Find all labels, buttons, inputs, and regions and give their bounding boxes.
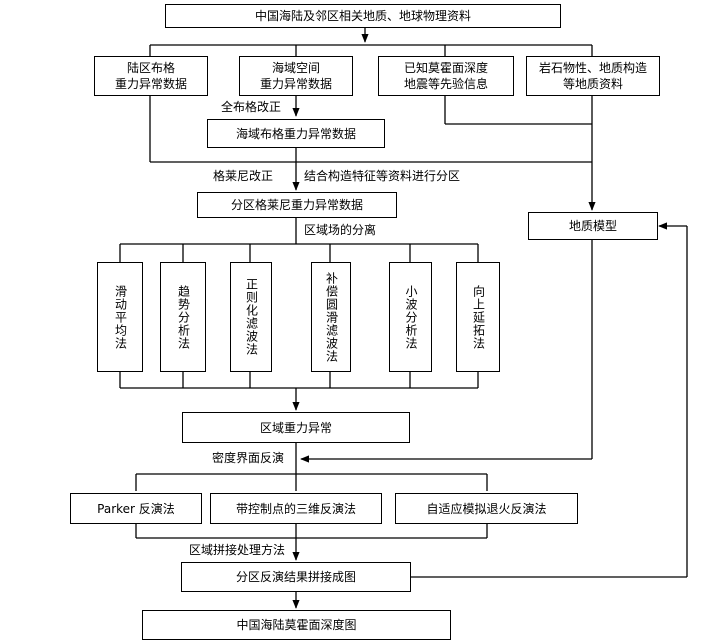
density-inversion-label: 密度界面反演 xyxy=(212,451,285,465)
mosaic-method-label: 区域拼接处理方法 xyxy=(189,543,286,557)
moho-prior-box: 已知莫霍面深度 地震等先验信息 xyxy=(378,56,514,96)
regional-anomaly-box: 区域重力异常 xyxy=(182,412,410,443)
method-moving-average: 滑动平均法 xyxy=(97,262,143,372)
mosaic-box: 分区反演结果拼接成图 xyxy=(181,562,411,592)
control-point-inversion-box: 带控制点的三维反演法 xyxy=(210,493,382,524)
annealing-inversion-box: 自适应模拟退火反演法 xyxy=(395,493,578,524)
sea-freeair-box: 海域空间 重力异常数据 xyxy=(239,56,353,96)
final-moho-map-box: 中国海陆莫霍面深度图 xyxy=(142,610,451,640)
glenny-correction-label: 格莱尼改正 xyxy=(213,169,274,183)
zoned-glenny-box: 分区格莱尼重力异常数据 xyxy=(197,192,397,218)
method-wavelet-analysis: 小波分析法 xyxy=(389,262,432,372)
land-bouguer-box: 陆区布格 重力异常数据 xyxy=(94,56,208,96)
source-data-box: 中国海陆及邻区相关地质、地球物理资料 xyxy=(165,4,561,28)
field-separation-label: 区域场的分离 xyxy=(304,223,377,237)
method-regularized-filter: 正则化滤波法 xyxy=(230,262,272,372)
method-upward-continuation: 向上延拓法 xyxy=(456,262,500,372)
parker-inversion-box: Parker 反演法 xyxy=(70,493,202,524)
geology-data-box: 岩石物性、地质构造 等地质资料 xyxy=(526,56,660,96)
zoning-label: 结合构造特征等资料进行分区 xyxy=(304,169,461,183)
method-trend-analysis: 趋势分析法 xyxy=(160,262,206,372)
geological-model-box: 地质模型 xyxy=(528,212,658,240)
bouguer-correction-label: 全布格改正 xyxy=(221,100,282,114)
method-compensated-smoothing: 补偿圆滑滤波法 xyxy=(311,262,351,372)
sea-bouguer-box: 海域布格重力异常数据 xyxy=(207,119,385,148)
